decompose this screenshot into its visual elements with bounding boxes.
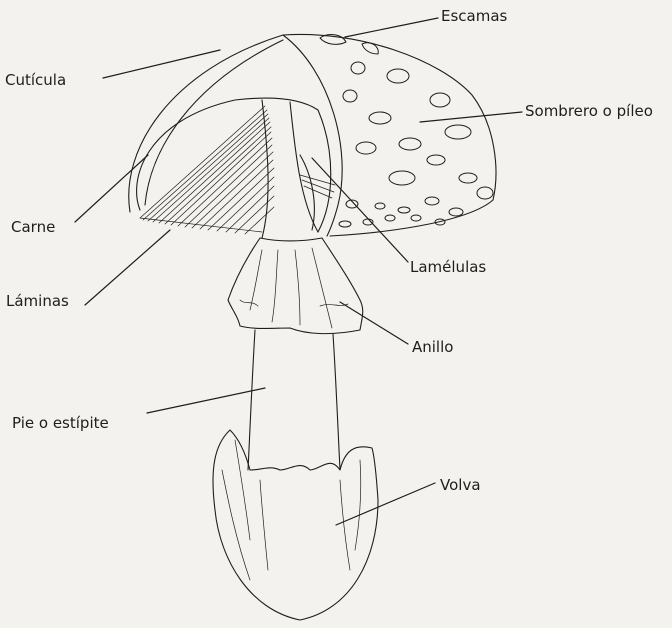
cap-outline bbox=[129, 34, 496, 236]
label-escamas: Escamas bbox=[441, 7, 507, 25]
label-anillo: Anillo bbox=[412, 338, 453, 356]
leader-volva bbox=[336, 483, 435, 525]
label-laminas: Láminas bbox=[6, 292, 69, 310]
cuticle-line bbox=[145, 40, 283, 205]
cap-cut-edge bbox=[283, 35, 342, 236]
label-volva: Volva bbox=[440, 476, 481, 494]
stem-upper bbox=[262, 100, 318, 238]
cap-scales bbox=[320, 35, 493, 227]
label-pie: Pie o estípite bbox=[12, 414, 109, 432]
stipe bbox=[248, 330, 340, 470]
flesh-contour bbox=[137, 98, 331, 232]
label-carne: Carne bbox=[11, 218, 55, 236]
leader-laminas bbox=[85, 230, 170, 305]
ring-folds bbox=[240, 248, 348, 328]
leader-pie bbox=[147, 388, 265, 413]
leader-escamas bbox=[345, 18, 438, 37]
label-cuticula: Cutícula bbox=[5, 71, 66, 89]
label-lamelulas: Lamélulas bbox=[410, 258, 486, 276]
leader-anillo bbox=[340, 302, 408, 344]
label-sombrero: Sombrero o píleo bbox=[525, 102, 653, 120]
leader-sombrero bbox=[420, 112, 522, 122]
gills bbox=[140, 106, 274, 234]
